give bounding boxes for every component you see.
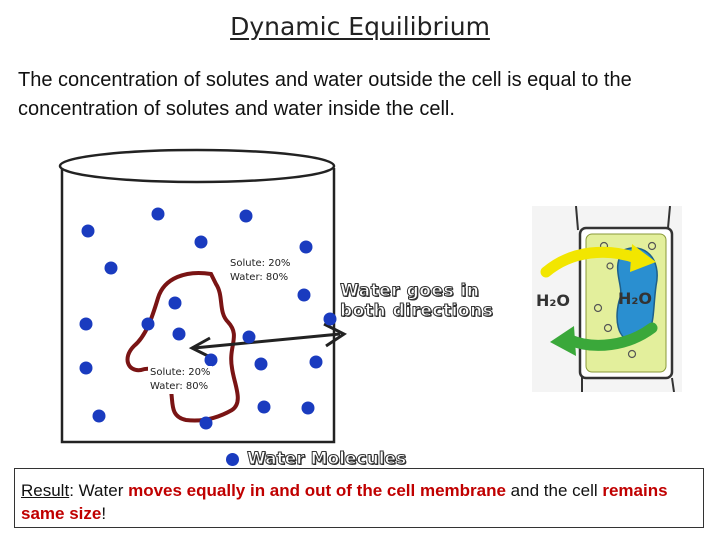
water-molecule [309, 355, 323, 369]
water-molecule [141, 317, 155, 331]
arrow-caption-line2: both directions [339, 301, 494, 322]
inside-concentration-label: Solute: 20% Water: 80% [148, 366, 213, 394]
water-molecule [204, 353, 218, 367]
water-molecule [299, 240, 313, 254]
result-part1: Water [78, 481, 129, 500]
slide-title-text: Dynamic Equilibrium [230, 12, 490, 41]
plant-cell-image: H₂O H₂O [532, 206, 682, 392]
water-molecule [79, 317, 93, 331]
water-molecule [168, 296, 182, 310]
beaker-diagram [58, 148, 347, 444]
water-molecule [92, 409, 106, 423]
inside-solute-label: Solute: 20% [150, 367, 211, 378]
water-molecules [79, 207, 337, 430]
result-highlight2: remains same size [21, 481, 668, 523]
water-molecule [239, 209, 253, 223]
arrow-head-right [323, 322, 347, 348]
water-molecule [104, 261, 118, 275]
green-arrow-body [564, 322, 658, 351]
double-arrow-line [193, 332, 341, 350]
water-molecule [81, 224, 95, 238]
water-molecule [254, 357, 268, 371]
water-molecule [79, 361, 93, 375]
neighbour-walls [575, 206, 675, 392]
inside-water-label: Water: 80% [150, 381, 209, 392]
result-highlight1: moves equally in and out of the cell mem… [128, 481, 506, 500]
outside-solute-label: Solute: 20% [230, 258, 291, 269]
beaker-rim [58, 148, 336, 184]
legend-label: Water Molecules [246, 449, 407, 470]
water-molecule [297, 288, 311, 302]
result-box: Result: Water moves equally in and out o… [14, 468, 704, 528]
water-molecule [194, 235, 208, 249]
water-molecule [199, 416, 213, 430]
green-arrow-head [550, 326, 576, 356]
water-molecule [257, 400, 271, 414]
water-molecule [242, 330, 256, 344]
legend: Water Molecules [226, 449, 407, 470]
beaker-walls [60, 168, 336, 444]
h2o-right-label: H₂O [618, 289, 652, 308]
water-molecule [151, 207, 165, 221]
slide-title: Dynamic Equilibrium [0, 12, 720, 41]
result-colon: : [69, 481, 79, 500]
arrow-head-left [188, 336, 213, 360]
yellow-arrow-head [630, 244, 656, 272]
result-end: ! [101, 504, 107, 523]
outside-concentration-label: Solute: 20% Water: 80% [230, 257, 290, 285]
water-molecule [172, 327, 186, 341]
arrow-caption-line1: Water goes in [339, 281, 480, 302]
result-label: Result [21, 481, 70, 500]
organelles [593, 241, 657, 359]
water-molecule-legend-icon [226, 452, 239, 466]
h2o-left-label: H₂O [536, 291, 570, 310]
water-molecule [323, 312, 337, 326]
outside-water-label: Water: 80% [230, 272, 289, 283]
yellow-arrow-body [540, 246, 642, 278]
water-molecule [301, 401, 315, 415]
arrow-caption: Water goes in both directions [339, 281, 494, 322]
intro-text: The concentration of solutes and water o… [18, 69, 632, 120]
result-part2: and the cell [505, 481, 603, 500]
